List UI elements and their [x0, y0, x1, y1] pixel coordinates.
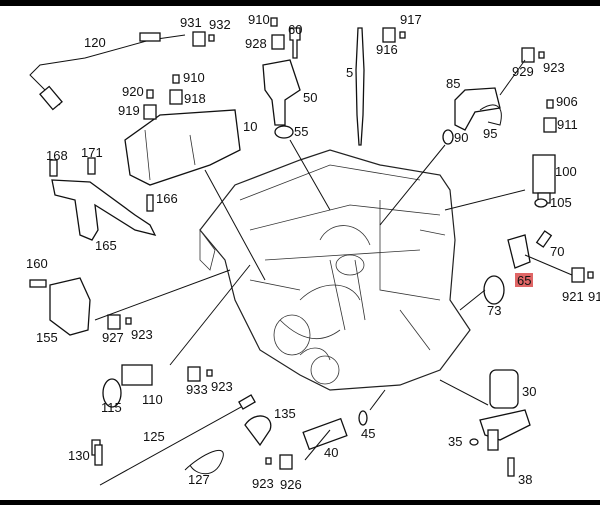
label: 921 — [562, 289, 584, 304]
label: 929 — [512, 64, 534, 79]
label: 55 — [294, 124, 308, 139]
highlight-65 — [515, 273, 533, 287]
label: 927 — [102, 330, 124, 345]
part-35-washer — [469, 438, 479, 446]
label: 906 — [556, 94, 578, 109]
label: 130 — [68, 448, 90, 463]
label: 110 — [142, 392, 163, 407]
label: 923 — [543, 60, 565, 75]
label: 918 — [184, 91, 206, 106]
label: 923 — [131, 327, 153, 342]
label: 910 — [248, 12, 270, 27]
label-65-highlighted: 65 — [517, 273, 531, 288]
label: 155 — [36, 330, 58, 345]
label: 171 — [81, 145, 103, 160]
label: 931 — [180, 15, 202, 30]
leader-lines — [94, 59, 573, 461]
label: 105 — [550, 195, 572, 210]
label: 928 — [245, 36, 267, 51]
label: 919 — [118, 103, 140, 118]
label: 38 — [518, 472, 532, 487]
top-border — [0, 0, 600, 6]
label: 165 — [95, 238, 117, 253]
label: 100 — [555, 164, 577, 179]
part-65-sensor — [483, 230, 553, 305]
label: 911 — [557, 117, 578, 132]
label: 73 — [487, 303, 501, 318]
label: 85 — [446, 76, 460, 91]
part-55-seal — [274, 125, 294, 139]
label: 933 — [186, 382, 208, 397]
bottom-border — [0, 500, 600, 505]
label: 917 — [400, 12, 422, 27]
part-165-bracket — [49, 157, 157, 241]
label: 70 — [550, 244, 564, 259]
part-90-seal — [442, 129, 454, 145]
part-120-sensor-cable — [29, 32, 186, 111]
label: 932 — [209, 17, 231, 32]
label: 923 — [252, 476, 274, 491]
part-130-bolt — [94, 444, 103, 466]
part-40-sensor — [302, 417, 348, 451]
label: 5 — [346, 65, 353, 80]
part-127-cable-tie — [184, 449, 224, 475]
label: 60 — [288, 22, 302, 37]
part-105-seal — [534, 198, 548, 208]
part-50-sensor — [262, 27, 301, 126]
label: 166 — [156, 191, 178, 206]
label: 125 — [143, 429, 165, 444]
label: 135 — [274, 406, 296, 421]
part-135-clip — [244, 415, 272, 447]
callout-labels: 931 932 120 910 60 928 917 916 5 929 923… — [26, 12, 600, 492]
label: 916 — [376, 42, 398, 57]
label: 95 — [483, 126, 497, 141]
label: 50 — [303, 90, 317, 105]
label: 910 — [183, 70, 205, 85]
part-155-sensor — [29, 277, 91, 336]
part-110-sensor — [102, 364, 153, 408]
label: 160 — [26, 256, 48, 271]
label: 90 — [454, 130, 468, 145]
label: 920 — [122, 84, 144, 99]
label: 127 — [188, 472, 210, 487]
engine-assembly — [199, 149, 471, 391]
label: 168 — [46, 148, 68, 163]
part-45-seal — [358, 410, 368, 426]
label: 45 — [361, 426, 375, 441]
part-30-sensor — [479, 369, 531, 477]
label: 35 — [448, 434, 462, 449]
label: 40 — [324, 445, 338, 460]
label: 30 — [522, 384, 536, 399]
part-85-sensor — [454, 87, 502, 131]
label: 923 — [211, 379, 233, 394]
label: 926 — [280, 477, 302, 492]
part-5-glow-plug — [355, 27, 365, 146]
label: 120 — [84, 35, 106, 50]
connectors — [107, 17, 594, 470]
label: 10 — [243, 119, 257, 134]
part-10-control-unit — [124, 109, 241, 186]
label: 115 — [101, 400, 122, 415]
label: 91 — [588, 289, 600, 304]
